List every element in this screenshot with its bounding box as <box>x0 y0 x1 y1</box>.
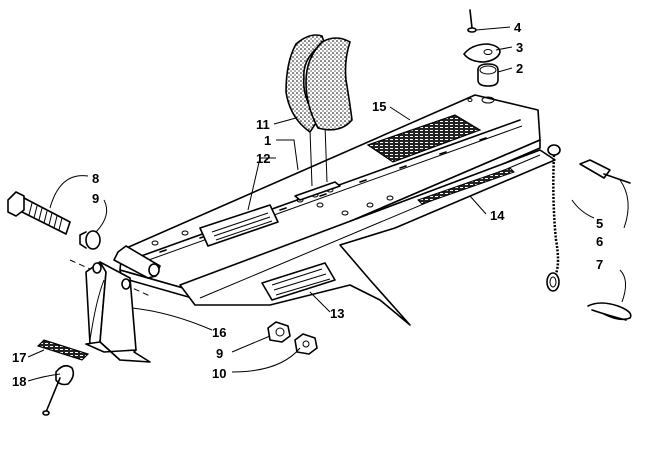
pad-17 <box>36 339 90 361</box>
leader-lines <box>27 26 629 382</box>
callout-9-top: 9 <box>92 191 99 206</box>
callout-17: 17 <box>12 350 26 365</box>
decal-13 <box>261 262 336 301</box>
clip-18 <box>42 364 75 416</box>
tether-5 <box>546 144 561 292</box>
callout-6: 6 <box>596 234 603 249</box>
grommet-2 <box>477 63 499 87</box>
callout-15: 15 <box>372 99 386 114</box>
decal-15 <box>366 114 482 163</box>
plate-3 <box>463 43 501 63</box>
clip-7 <box>587 302 632 321</box>
callout-7: 7 <box>596 257 603 272</box>
callout-9-bottom: 9 <box>216 346 223 361</box>
callout-11: 11 <box>256 117 270 132</box>
callout-labels: 1 2 3 4 5 6 7 8 9 9 10 11 12 13 14 15 16… <box>12 20 603 389</box>
seat-pad <box>285 34 353 187</box>
decal-12 <box>199 204 279 247</box>
callout-12: 12 <box>256 151 270 166</box>
base-plate <box>119 94 556 326</box>
callout-5: 5 <box>596 216 603 231</box>
nut-10 <box>294 333 318 355</box>
callout-18: 18 <box>12 374 26 389</box>
strip-14 <box>417 167 515 205</box>
washer-9-top <box>79 230 101 250</box>
pin-6 <box>579 159 631 184</box>
hinge-pin-end <box>113 245 161 279</box>
callout-13: 13 <box>330 306 344 321</box>
callout-10: 10 <box>212 366 226 381</box>
callout-1: 1 <box>264 133 271 148</box>
screw-4 <box>467 9 477 33</box>
callout-2: 2 <box>516 61 523 76</box>
bracket-16 <box>85 261 151 363</box>
callout-14: 14 <box>490 208 505 223</box>
bolt-8 <box>7 191 71 235</box>
callout-16: 16 <box>212 325 226 340</box>
callout-3: 3 <box>516 40 523 55</box>
washer-9-bottom <box>267 321 291 343</box>
callout-4: 4 <box>514 20 522 35</box>
callout-8: 8 <box>92 171 99 186</box>
